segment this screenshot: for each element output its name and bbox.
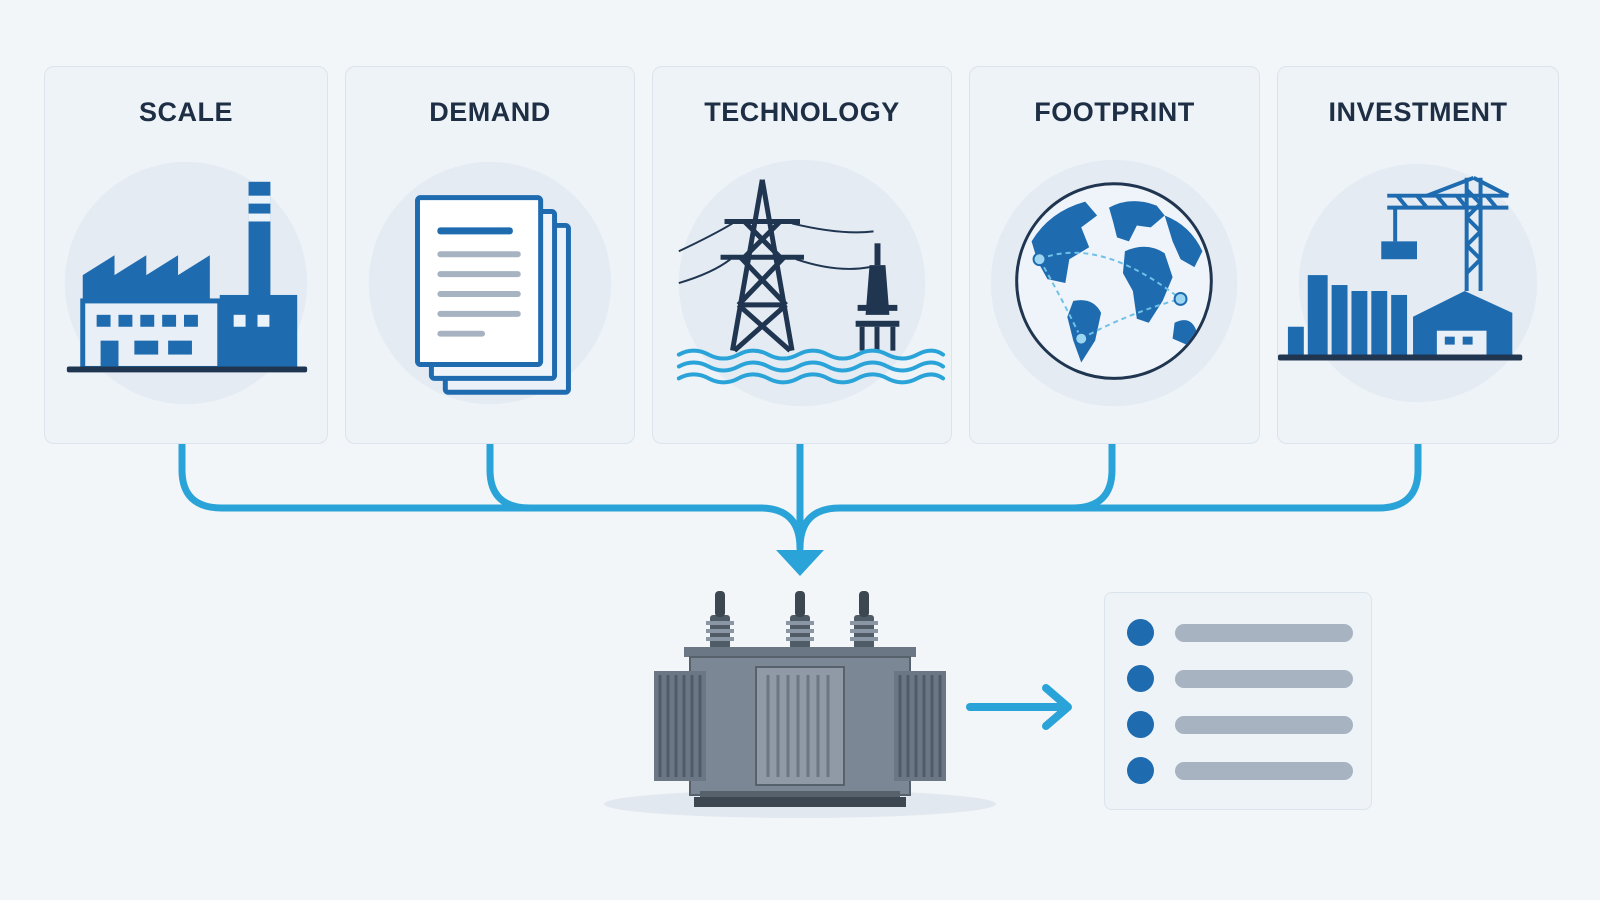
placeholder-line xyxy=(1175,624,1353,642)
card-demand: DEMAND xyxy=(345,66,635,444)
card-scale: SCALE xyxy=(44,66,328,444)
list-item xyxy=(1127,711,1353,739)
card-investment: INVESTMENT xyxy=(1277,66,1559,444)
factory-icon xyxy=(64,161,308,405)
connector-investment xyxy=(796,440,1422,552)
card-title-demand: DEMAND xyxy=(429,97,551,127)
documents-icon xyxy=(368,161,612,405)
output-list xyxy=(1104,592,1372,810)
output-arrow xyxy=(966,684,1072,730)
bullet-dot xyxy=(1127,619,1154,646)
placeholder-line xyxy=(1175,716,1353,734)
construction-crane-icon xyxy=(1278,163,1538,403)
list-item xyxy=(1127,757,1353,785)
globe-icon xyxy=(990,159,1238,407)
card-footprint: FOOTPRINT xyxy=(969,66,1260,444)
connector-footprint xyxy=(1068,440,1116,512)
card-title-technology: TECHNOLOGY xyxy=(704,97,900,127)
card-title-investment: INVESTMENT xyxy=(1328,97,1508,127)
card-title-footprint: FOOTPRINT xyxy=(1034,97,1195,127)
merge-arrowhead xyxy=(776,550,824,576)
card-technology: TECHNOLOGY xyxy=(652,66,952,444)
connector-scale xyxy=(178,440,804,552)
bullet-dot xyxy=(1127,711,1154,738)
placeholder-line xyxy=(1175,670,1353,688)
list-item xyxy=(1127,665,1353,693)
bullet-dot xyxy=(1127,757,1154,784)
list-item xyxy=(1127,619,1353,647)
transformer-icon xyxy=(604,591,996,818)
power-pylon-icon xyxy=(676,159,946,407)
card-title-scale: SCALE xyxy=(138,97,233,127)
connector-demand xyxy=(486,440,534,512)
bullet-dot xyxy=(1127,665,1154,692)
placeholder-line xyxy=(1175,762,1353,780)
